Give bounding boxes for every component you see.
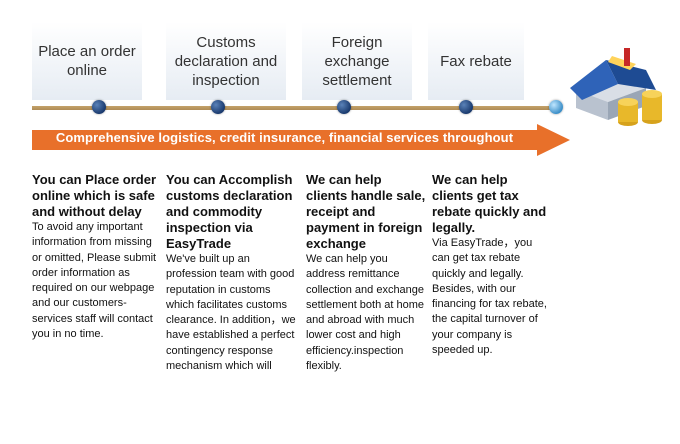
- house-with-coins-icon: [570, 48, 662, 126]
- column-place-order: You can Place order online which is safe…: [32, 172, 160, 342]
- step-label-line: online: [66, 62, 108, 79]
- step-place-order: Place an order online: [32, 22, 142, 100]
- step-fax-rebate: Fax rebate: [428, 22, 524, 100]
- column-body: To avoid any important information from …: [32, 221, 157, 341]
- column-body: We can help you address remittance colle…: [306, 253, 425, 373]
- step-label-line: inspection: [192, 71, 260, 89]
- banner-text: Comprehensive logistics, credit insuranc…: [55, 130, 514, 145]
- column-foreign-exchange: We can help clients handle sale, receipt…: [306, 172, 426, 374]
- timeline-dot: [459, 100, 473, 114]
- column-heading: We can help clients get tax rebate quick…: [432, 172, 547, 235]
- timeline-dot: [337, 100, 351, 114]
- step-label-line: Fax rebate: [440, 52, 512, 70]
- timeline-dot: [92, 100, 106, 114]
- step-label-line: Foreign: [331, 33, 383, 51]
- timeline-track: [32, 106, 557, 110]
- step-label-line: declaration and: [174, 52, 278, 70]
- process-arrow: [32, 124, 570, 156]
- column-customs: You can Accomplish customs declaration a…: [166, 172, 298, 374]
- step-customs: Customs declaration and inspection: [166, 22, 286, 100]
- column-fax-rebate: We can help clients get tax rebate quick…: [432, 172, 552, 358]
- column-body: We've built up an profession team with g…: [166, 253, 296, 373]
- column-heading: We can help clients handle sale, receipt…: [306, 172, 426, 251]
- step-foreign-exchange: Foreign exchange settlement: [302, 22, 412, 100]
- column-body: Via EasyTrade，you can get tax rebate qui…: [432, 237, 547, 357]
- step-label-line: Customs: [196, 33, 256, 51]
- step-label-line: exchange: [324, 52, 390, 70]
- timeline-dot: [211, 100, 225, 114]
- step-label-line: Place an order: [38, 43, 136, 60]
- step-label-line: settlement: [322, 71, 392, 89]
- column-heading: You can Accomplish customs declaration a…: [166, 172, 293, 251]
- timeline-end-dot: [549, 100, 563, 114]
- column-heading: You can Place order online which is safe…: [32, 172, 157, 219]
